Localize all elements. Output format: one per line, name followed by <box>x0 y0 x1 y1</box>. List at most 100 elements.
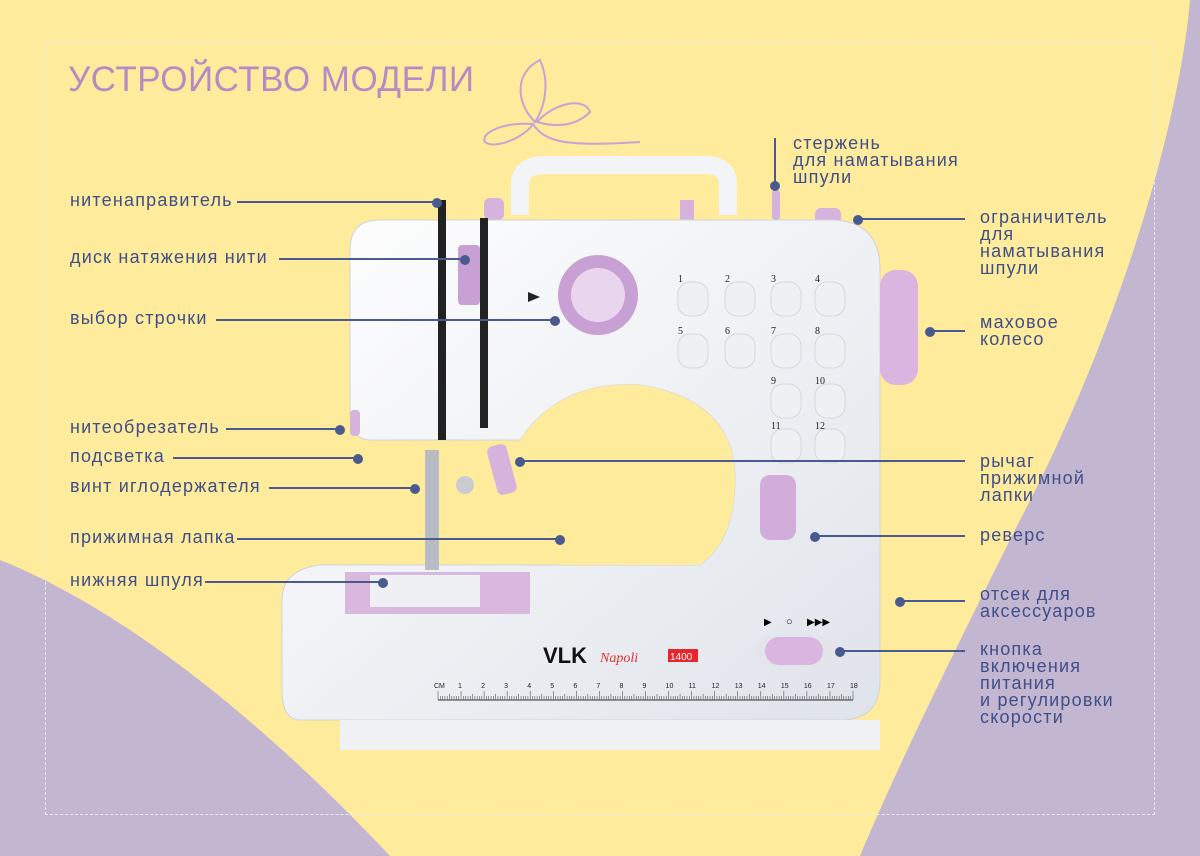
label-accessory-compartment: аксессуаров <box>980 601 1097 621</box>
ruler-label: 12 <box>712 683 720 690</box>
leader-dot <box>555 535 565 545</box>
leader-line <box>237 201 437 203</box>
ruler-label: 8 <box>619 683 623 690</box>
leader-dot <box>853 215 863 225</box>
stitch-number: 9 <box>771 376 776 387</box>
leader-dot <box>515 457 525 467</box>
stitch-button[interactable] <box>770 281 802 317</box>
leader-line <box>173 457 358 459</box>
stitch-button[interactable] <box>770 333 802 369</box>
stitch-number: 10 <box>815 376 825 387</box>
leader-line <box>226 428 340 430</box>
leader-dot <box>895 597 905 607</box>
leader-dot <box>410 484 420 494</box>
leader-line <box>900 600 965 602</box>
stitch-number: 8 <box>815 326 820 337</box>
stitch-button[interactable] <box>770 428 802 464</box>
leader-dot <box>335 425 345 435</box>
ruler-label: 13 <box>735 683 743 690</box>
ruler-label: 9 <box>643 683 647 690</box>
leader-line <box>237 538 560 540</box>
speed-stop-symbol: ○ <box>786 616 793 628</box>
label-handwheel: колесо <box>980 329 1045 349</box>
leader-dot <box>460 255 470 265</box>
label-bobbin: нижняя шпуля <box>70 570 204 590</box>
model-name: Napoli <box>599 651 638 666</box>
stitch-button[interactable] <box>724 281 756 317</box>
leader-line <box>205 581 383 583</box>
stitch-button[interactable] <box>677 333 709 369</box>
leader-line <box>815 535 965 537</box>
brand-logo: VLK <box>543 643 587 668</box>
speed-slow-symbol: ▶ <box>764 617 772 628</box>
label-presser-foot-lever: рычаг <box>980 451 1035 471</box>
stitch-button[interactable] <box>770 383 802 419</box>
stitch-number: 11 <box>771 421 781 432</box>
ruler-label: 17 <box>827 683 835 690</box>
stitch-button[interactable] <box>814 281 846 317</box>
label-presser-foot-lever: лапки <box>980 485 1035 505</box>
label-power-speed-button: включения <box>980 656 1082 676</box>
ruler-label: 1 <box>458 683 462 690</box>
stitch-number: 12 <box>815 421 825 432</box>
page-title: УСТРОЙСТВО МОДЕЛИ <box>68 60 475 99</box>
ruler-label: 7 <box>596 683 600 690</box>
ruler-label: 15 <box>781 683 789 690</box>
leader-dot <box>835 647 845 657</box>
label-power-speed-button: и регулировки <box>980 690 1114 710</box>
stitch-button[interactable] <box>814 333 846 369</box>
label-bobbin-winder-spindle: для наматывания <box>793 150 959 170</box>
dashed-frame <box>45 42 1155 815</box>
stitch-button[interactable] <box>677 281 709 317</box>
leader-dot <box>810 532 820 542</box>
leader-line <box>774 138 776 184</box>
leader-line <box>215 319 555 321</box>
ruler-label: 2 <box>481 683 485 690</box>
label-thread-guide: нитенаправитель <box>70 190 233 210</box>
stitch-number: 6 <box>725 326 730 337</box>
label-tension-disc: диск натяжения нити <box>70 247 268 267</box>
speed-fast-symbol: ▶▶▶ <box>807 617 830 628</box>
label-bobbin-winder-stopper: шпули <box>980 258 1040 278</box>
label-power-speed-button: питания <box>980 673 1056 693</box>
leader-line <box>279 258 465 260</box>
stitch-button[interactable] <box>724 333 756 369</box>
ruler-label: 14 <box>758 683 766 690</box>
ruler-label: 10 <box>666 683 674 690</box>
leader-line <box>268 487 415 489</box>
label-bobbin-winder-spindle: шпули <box>793 167 853 187</box>
ruler-label: 6 <box>573 683 577 690</box>
ruler-label: 11 <box>689 683 696 690</box>
label-bobbin-winder-stopper: для <box>980 224 1015 244</box>
label-power-speed-button: кнопка <box>980 639 1044 659</box>
butterfly-icon <box>483 58 641 146</box>
stitch-number: 2 <box>725 274 730 285</box>
stitch-number: 3 <box>771 274 776 285</box>
label-presser-foot-lever: прижимной <box>980 468 1086 488</box>
stitch-number: 5 <box>678 326 683 337</box>
label-light: подсветка <box>70 446 165 466</box>
label-bobbin-winder-stopper: ограничитель <box>980 207 1108 227</box>
label-bobbin-winder-stopper: наматывания <box>980 241 1106 261</box>
label-thread-cutter: нитеобрезатель <box>70 417 220 437</box>
label-reverse: реверс <box>980 525 1046 545</box>
model-number: 1400 <box>670 652 693 663</box>
ruler-label: 18 <box>850 683 858 690</box>
stitch-button[interactable] <box>814 428 846 464</box>
ruler-label: 16 <box>804 683 812 690</box>
ruler-label: 3 <box>504 683 508 690</box>
leader-dot <box>432 198 442 208</box>
leader-dot <box>925 327 935 337</box>
label-power-speed-button: скорости <box>980 707 1065 727</box>
leader-line <box>840 650 965 652</box>
stitch-button[interactable] <box>814 383 846 419</box>
label-needle-clamp-screw: винт иглодержателя <box>70 476 261 496</box>
leader-dot <box>550 316 560 326</box>
leader-dot <box>770 181 780 191</box>
stitch-number: 7 <box>771 326 776 337</box>
ruler-label: 5 <box>550 683 554 690</box>
label-accessory-compartment: отсек для <box>980 584 1072 604</box>
ruler-label: 4 <box>527 683 531 690</box>
leader-line <box>520 460 965 462</box>
